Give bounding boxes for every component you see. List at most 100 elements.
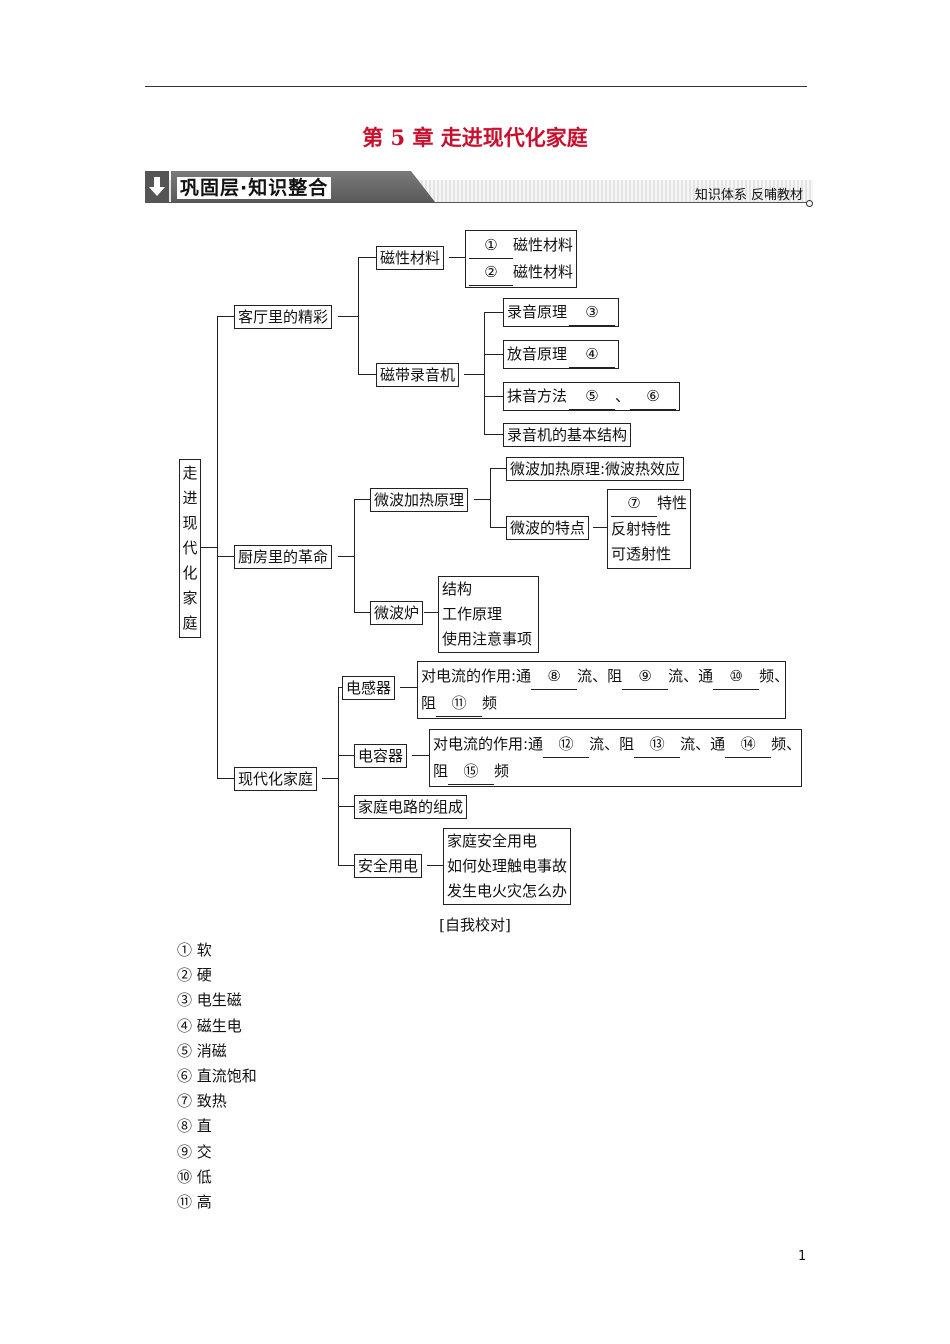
down-arrow-icon — [145, 171, 169, 202]
blank-4: ④ — [569, 341, 616, 368]
blank-13: ⑬ — [634, 731, 681, 758]
connector — [338, 556, 354, 557]
node-electric-safety: 安全用电 — [354, 854, 423, 878]
answer-caption: [自我校对] — [439, 916, 511, 934]
blank-9: ⑨ — [622, 663, 669, 690]
top-rule — [145, 86, 807, 87]
label: 磁性材料 — [513, 236, 574, 254]
blank-3: ③ — [569, 299, 616, 326]
root-box: 走 进 现 代 化 家 庭 — [179, 459, 201, 638]
separator: 、 — [615, 387, 631, 405]
answer-item: ⑤ 消磁 — [177, 1041, 227, 1060]
answer-item: ⑪ 高 — [177, 1193, 212, 1212]
connector — [358, 257, 359, 374]
label: 工作原理 — [442, 605, 503, 623]
node-kitchen: 厨房里的革命 — [234, 545, 333, 569]
banner-underline — [145, 202, 807, 203]
label: 结构 — [442, 580, 473, 598]
label: 阻 — [433, 762, 449, 780]
connector — [217, 316, 234, 317]
banner-right-text: 知识体系 反哺教材 — [694, 188, 803, 203]
answer-item: ② 硬 — [177, 966, 212, 985]
connector — [338, 806, 354, 807]
root-char: 庭 — [182, 614, 198, 632]
node-modern-home: 现代化家庭 — [234, 767, 318, 791]
blank-12: ⑫ — [543, 731, 590, 758]
banner-title: 巩固层·知识整合 — [177, 173, 332, 200]
connector — [217, 316, 218, 778]
connector — [354, 499, 355, 612]
connector — [354, 499, 370, 500]
label: 阻 — [421, 694, 437, 712]
connector — [338, 687, 342, 688]
connector — [354, 612, 370, 613]
blank-14: ⑭ — [725, 731, 772, 758]
answer-list: ① 软 ② 硬 ③ 电生磁 ④ 磁生电 ⑤ 消磁 ⑥ 直流饱和 ⑦ 致热 ⑧ 直… — [177, 938, 257, 1215]
label: 如何处理触电事故 — [447, 857, 568, 875]
page-number: 1 — [798, 1249, 807, 1264]
connector — [217, 778, 234, 779]
connector — [338, 316, 358, 317]
connector — [484, 312, 485, 434]
answer-item: ④ 磁生电 — [177, 1016, 242, 1035]
root-char: 现 — [182, 514, 198, 532]
label: 流、阻 — [577, 667, 623, 685]
node-magnetic-material: 磁性材料 — [376, 246, 445, 270]
connector — [412, 755, 429, 756]
connector — [490, 527, 506, 528]
label: 录音原理 — [507, 303, 568, 321]
label: 放音原理 — [507, 345, 568, 363]
connector — [338, 865, 354, 866]
blank-8: ⑧ — [531, 663, 578, 690]
answer-item: ⑦ 致热 — [177, 1092, 227, 1111]
node-heating-detail: 微波加热原理:微波热效应 — [506, 457, 685, 481]
blank-5: ⑤ — [569, 383, 616, 410]
connector — [201, 547, 218, 548]
answer-item: ⑧ 直 — [177, 1117, 212, 1136]
root-char: 走 — [182, 464, 198, 482]
root-char: 家 — [182, 589, 198, 607]
node-capacitor: 电容器 — [354, 744, 408, 768]
label: 频 — [482, 694, 498, 712]
connector — [484, 434, 503, 435]
answer-item: ① 软 — [177, 941, 212, 959]
connector — [490, 468, 491, 527]
node-safety-items: 家庭安全用电 如何处理触电事故 发生电火灾怎么办 — [443, 828, 572, 905]
connector — [484, 396, 503, 397]
root-char: 化 — [182, 564, 198, 582]
blank-10: ⑩ — [713, 663, 760, 690]
label: 频 — [494, 762, 510, 780]
node-microwave-heating: 微波加热原理 — [370, 488, 469, 512]
label: 流、通 — [668, 667, 714, 685]
connector — [449, 257, 465, 258]
connector — [358, 374, 376, 375]
label: 对电流的作用:通 — [433, 735, 544, 753]
blank-6: ⑥ — [630, 383, 677, 410]
connector — [338, 755, 354, 756]
root-char: 代 — [182, 539, 198, 557]
blank-7: ⑦ — [611, 491, 657, 517]
answer-item: ⑨ 交 — [177, 1142, 212, 1161]
root-char: 进 — [182, 489, 198, 507]
node-microwave-oven: 微波炉 — [370, 601, 424, 625]
label: 抹音方法 — [507, 387, 568, 405]
label: 发生电火灾怎么办 — [447, 882, 568, 900]
connector — [322, 778, 338, 779]
label: 对电流的作用:通 — [421, 667, 532, 685]
node-tape-recorder: 磁带录音机 — [376, 363, 460, 387]
label: 可透射性 — [611, 545, 672, 563]
answer-item: ⑩ 低 — [177, 1167, 212, 1186]
node-recorder-structure: 录音机的基本结构 — [503, 423, 632, 447]
blank-1: ① — [469, 232, 513, 259]
connector — [338, 687, 339, 865]
blank-2: ② — [469, 259, 513, 286]
connector — [464, 374, 484, 375]
connector — [490, 468, 506, 469]
banner-dot — [806, 200, 813, 207]
